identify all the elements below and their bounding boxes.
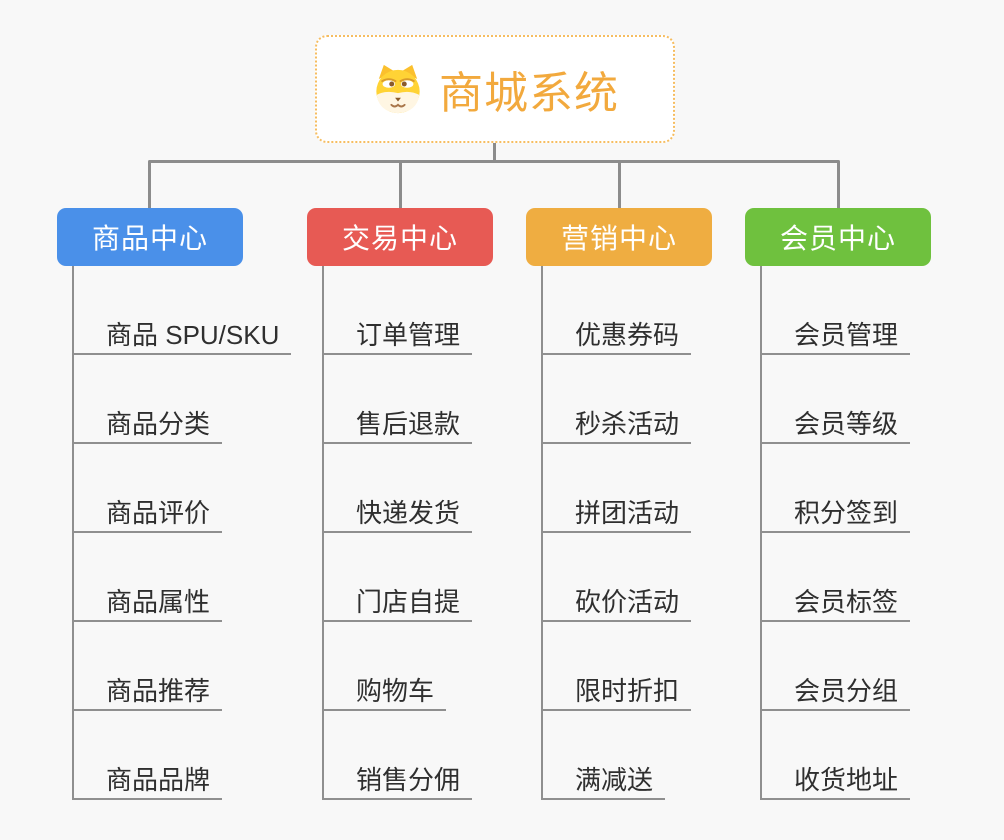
leaf-node[interactable]: 快递发货 xyxy=(322,495,473,533)
leaf-node[interactable]: 门店自提 xyxy=(322,584,473,622)
leaf-node[interactable]: 商品品牌 xyxy=(72,762,223,800)
leaf-node[interactable]: 限时折扣 xyxy=(541,673,692,711)
leaf-node[interactable]: 售后退款 xyxy=(322,406,473,444)
leaf-node[interactable]: 拼团活动 xyxy=(541,495,692,533)
branch-member-center: 会员中心 会员管理 会员等级 积分签到 会员标签 会员分组 收货地址 xyxy=(745,208,931,800)
leaf-node[interactable]: 会员等级 xyxy=(760,406,911,444)
leaf-node[interactable]: 会员管理 xyxy=(760,317,911,355)
connector-bus xyxy=(148,160,840,163)
leaf-node[interactable]: 订单管理 xyxy=(322,317,473,355)
branch-label: 商品中心 xyxy=(91,223,208,254)
leaf-node[interactable]: 购物车 xyxy=(322,673,447,711)
leaf-node[interactable]: 会员标签 xyxy=(760,584,911,622)
leaf-node[interactable]: 秒杀活动 xyxy=(541,406,692,444)
root-title: 商城系统 xyxy=(439,69,619,118)
branch-trunk-line xyxy=(541,266,543,800)
branch-node-trade-center[interactable]: 交易中心 xyxy=(307,208,493,266)
branch-trunk-line xyxy=(72,266,74,800)
branch-trunk-line xyxy=(322,266,324,800)
leaf-node[interactable]: 优惠券码 xyxy=(541,317,692,355)
leaf-node[interactable]: 商品评价 xyxy=(72,495,223,533)
branch-label: 会员中心 xyxy=(779,223,896,254)
leaf-node[interactable]: 会员分组 xyxy=(760,673,911,711)
connector-drop-trade xyxy=(399,162,402,208)
branch-node-product-center[interactable]: 商品中心 xyxy=(57,208,243,266)
branch-label: 营销中心 xyxy=(560,223,677,254)
leaf-node[interactable]: 砍价活动 xyxy=(541,584,692,622)
branch-label: 交易中心 xyxy=(341,223,458,254)
dog-face-icon xyxy=(376,64,420,114)
connector-root-drop xyxy=(493,143,496,161)
branch-trade-center: 交易中心 订单管理 售后退款 快递发货 门店自提 购物车 销售分佣 xyxy=(307,208,493,800)
branch-trunk-line xyxy=(760,266,762,800)
leaf-node[interactable]: 商品属性 xyxy=(72,584,223,622)
leaf-node[interactable]: 销售分佣 xyxy=(322,762,473,800)
leaf-node[interactable]: 收货地址 xyxy=(760,762,911,800)
branch-marketing-center: 营销中心 优惠券码 秒杀活动 拼团活动 砍价活动 限时折扣 满减送 xyxy=(526,208,712,800)
leaf-node[interactable]: 商品推荐 xyxy=(72,673,223,711)
leaf-node[interactable]: 满减送 xyxy=(541,762,666,800)
branch-node-marketing-center[interactable]: 营销中心 xyxy=(526,208,712,266)
leaf-node[interactable]: 积分签到 xyxy=(760,495,911,533)
branch-product-center: 商品中心 商品 SPU/SKU 商品分类 商品评价 商品属性 商品推荐 商品品牌 xyxy=(57,208,292,800)
connector-drop-marketing xyxy=(618,162,621,208)
connector-drop-member xyxy=(837,162,840,208)
branch-node-member-center[interactable]: 会员中心 xyxy=(745,208,931,266)
leaf-node[interactable]: 商品分类 xyxy=(72,406,223,444)
connector-drop-product xyxy=(148,162,151,208)
root-node[interactable]: 商城系统 xyxy=(315,35,675,143)
leaf-node[interactable]: 商品 SPU/SKU xyxy=(72,317,292,355)
